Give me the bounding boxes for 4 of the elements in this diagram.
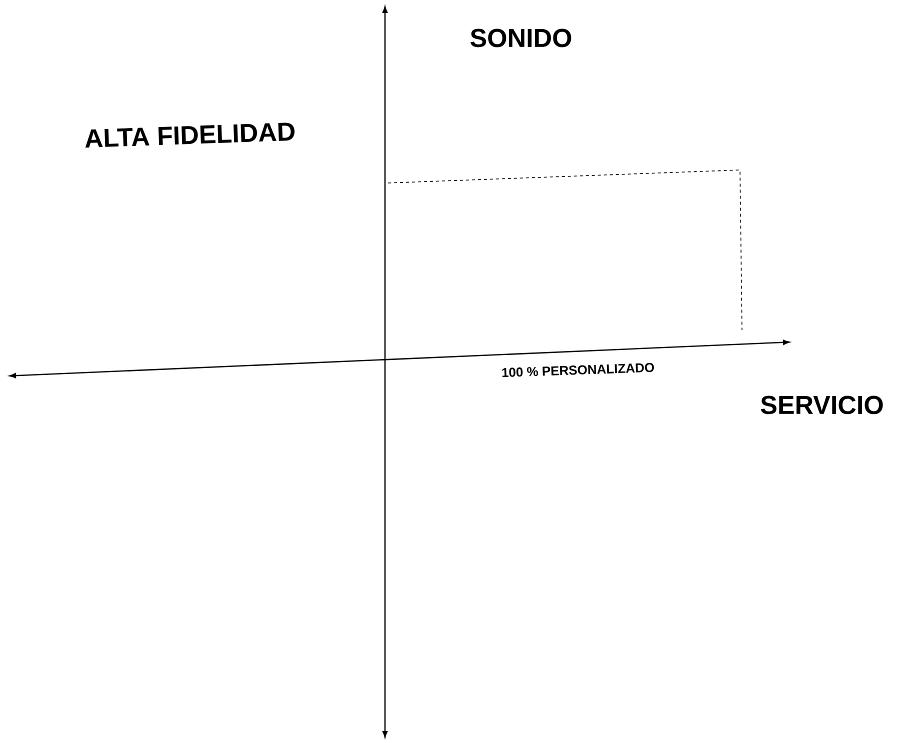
axis-label: 100 % PERSONALIZADO <box>502 362 654 378</box>
axis-label: ALTA FIDELIDAD <box>85 122 295 148</box>
axis-label: SONIDO <box>470 28 572 48</box>
axis-label: SERVICIO <box>760 396 883 414</box>
